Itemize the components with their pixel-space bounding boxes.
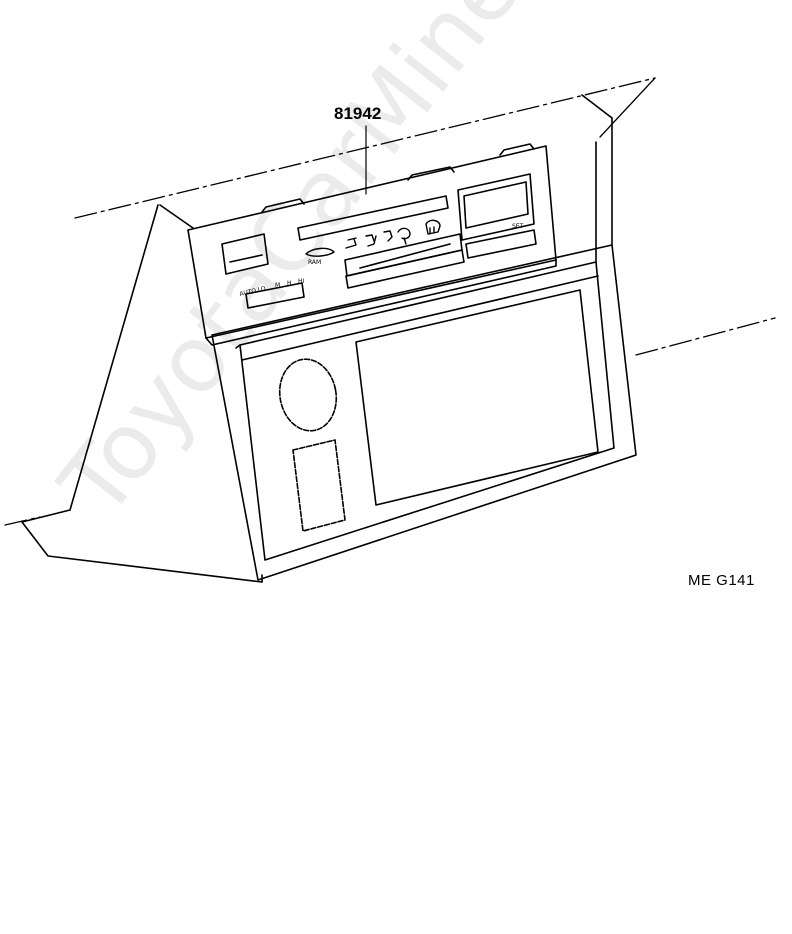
mode-icons	[345, 219, 441, 249]
control-panel	[187, 143, 557, 346]
svg-text:HI: HI	[298, 278, 305, 285]
phantom-lines	[4, 77, 776, 526]
svg-text:H: H	[287, 280, 292, 287]
recirculation-icon	[305, 247, 335, 257]
reference-code: ME G141	[688, 572, 755, 589]
svg-text:RAM: RAM	[308, 259, 321, 266]
lower-bezel	[211, 117, 637, 581]
svg-text:SET: SET	[512, 223, 524, 230]
svg-text:AUTO LO: AUTO LO	[239, 285, 267, 298]
large-opening	[355, 289, 599, 506]
dashboard-outline	[21, 94, 613, 583]
part-number-label: 81942	[334, 104, 382, 123]
small-opening	[292, 439, 346, 532]
svg-text:M: M	[275, 282, 280, 289]
round-opening	[278, 358, 338, 432]
